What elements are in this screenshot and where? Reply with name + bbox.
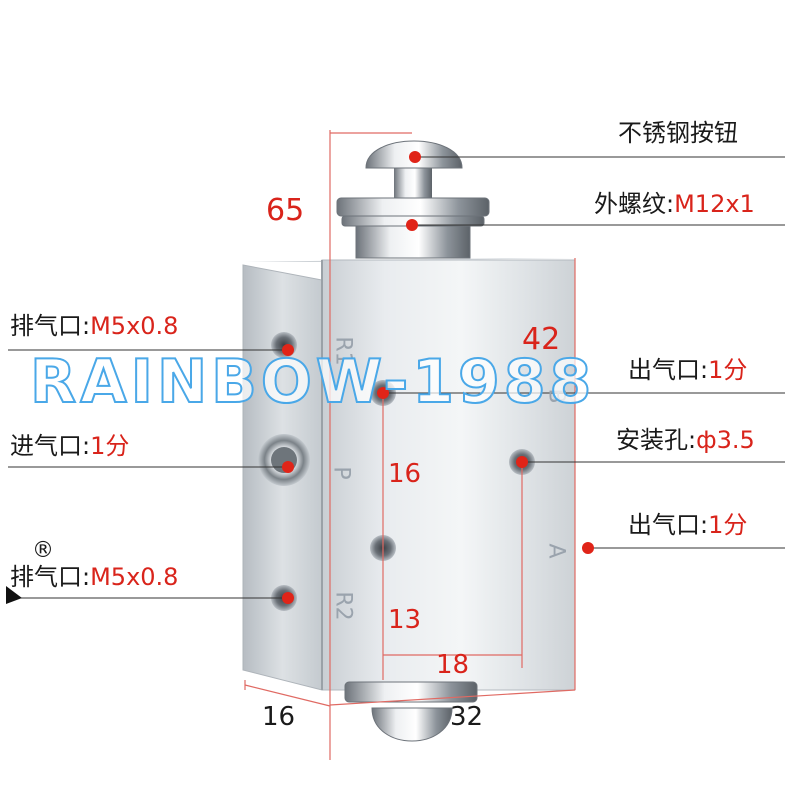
- label-exhaust2: 排气口:M5x0.8: [10, 565, 178, 589]
- dot-exhaust1: [282, 344, 294, 356]
- dim-hole-top: 42: [522, 322, 561, 357]
- label-mount-name: 安装孔:: [616, 426, 697, 454]
- dim-hole-bottom: 13: [388, 605, 422, 635]
- stem: [394, 165, 432, 200]
- label-thread-name: 外螺纹:: [594, 190, 675, 218]
- body-front-face: [321, 259, 576, 691]
- port-p: P: [328, 466, 354, 480]
- nut-upper: [336, 197, 490, 217]
- dot-outlet1: [377, 387, 389, 399]
- label-inlet-value: 1分: [90, 432, 130, 460]
- dim-hole-span: 18: [436, 650, 470, 680]
- dim-width-side: 16: [262, 702, 296, 732]
- dim-width-front: 32: [450, 702, 484, 732]
- label-exhaust2-value: M5x0.8: [90, 563, 179, 591]
- label-mount-value: ф3.5: [696, 426, 755, 454]
- label-button: 不锈钢按钮: [618, 121, 738, 145]
- label-exhaust1-value: M5x0.8: [90, 312, 179, 340]
- label-thread-value: M12x1: [674, 190, 755, 218]
- label-exhaust1-name: 排气口:: [10, 312, 91, 340]
- label-outlet2-value: 1分: [708, 511, 748, 539]
- dim-hole-gap: 16: [388, 459, 422, 489]
- label-button-name: 不锈钢按钮: [618, 119, 738, 147]
- label-outlet1-value: 1分: [708, 356, 748, 384]
- label-inlet-name: 进气口:: [10, 432, 91, 460]
- dot-inlet: [282, 461, 294, 473]
- leader-lines: [8, 156, 785, 599]
- label-outlet1: 出气口:1分: [628, 358, 747, 382]
- nut-lower: [344, 681, 478, 703]
- label-inlet: 进气口:1分: [10, 434, 129, 458]
- registered-mark: ®: [32, 538, 54, 563]
- label-outlet2: 出气口:1分: [628, 513, 747, 537]
- label-exhaust1: 排气口:M5x0.8: [10, 314, 178, 338]
- watermark: RAINBOW-1988: [29, 347, 596, 417]
- marker-dots: [282, 151, 594, 604]
- dot-exhaust2: [282, 592, 294, 604]
- dot-outlet2: [582, 542, 594, 554]
- dim-height: 65: [266, 193, 305, 228]
- dot-button: [409, 151, 421, 163]
- label-thread: 外螺纹:M12x1: [594, 192, 755, 216]
- port-r2: R2: [330, 591, 356, 621]
- dimension-lines: [244, 130, 576, 760]
- button-cap-lower: [371, 707, 453, 742]
- dot-mount: [516, 456, 528, 468]
- threaded-neck: [355, 225, 471, 259]
- port-a: A: [543, 543, 569, 559]
- label-outlet1-name: 出气口:: [628, 356, 709, 384]
- label-outlet2-name: 出气口:: [628, 511, 709, 539]
- label-mount: 安装孔:ф3.5: [616, 428, 755, 452]
- dot-thread: [406, 219, 418, 231]
- label-exhaust2-name: 排气口:: [10, 563, 91, 591]
- arrow-head: [6, 586, 22, 604]
